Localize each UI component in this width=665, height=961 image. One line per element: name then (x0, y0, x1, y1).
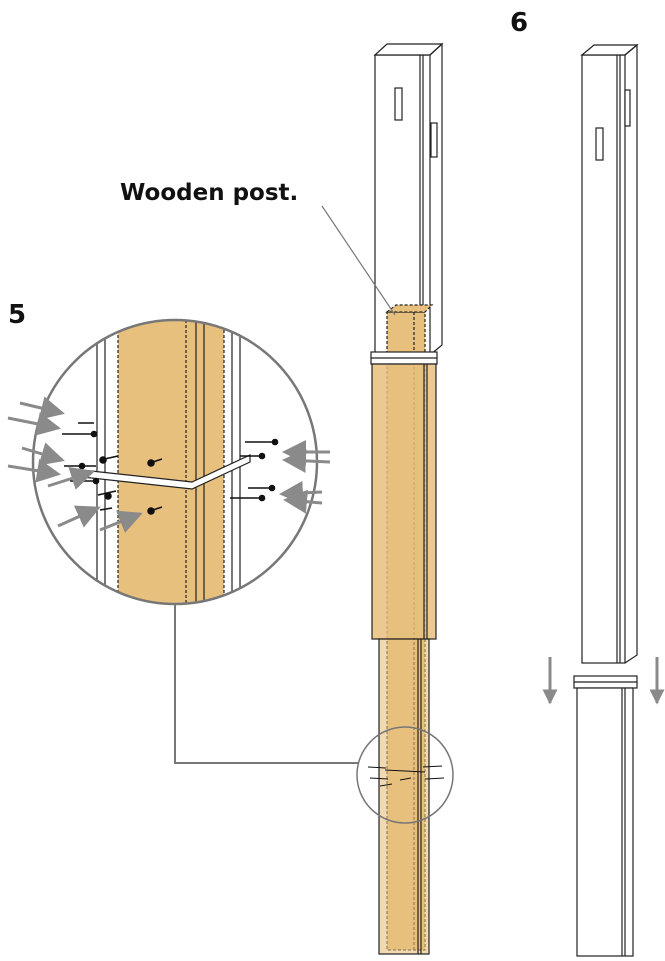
post-slot (595, 127, 604, 161)
zoom-wooden-post (118, 320, 224, 604)
skirt-sleeve (371, 363, 437, 640)
post-slot (624, 89, 631, 127)
post-assembly-step5 (356, 42, 454, 955)
callout-leader-line (321, 205, 396, 316)
zoom-arrows (7, 396, 331, 533)
post-slot (430, 122, 438, 158)
detail-locator-circle (356, 726, 454, 824)
detail-leader-line (174, 604, 358, 764)
zoom-detail (7, 318, 331, 606)
zoom-screws (62, 422, 279, 515)
wooden-post-callout: Wooden post. (120, 180, 299, 206)
locator-screws (367, 765, 445, 787)
post-assembly-step6 (573, 43, 639, 957)
step6-lower-post (576, 687, 634, 957)
step-6-label: 6 (510, 8, 529, 38)
step-5-label: 5 (8, 300, 27, 330)
post-slot (394, 87, 403, 121)
step6-arrows (542, 657, 665, 705)
